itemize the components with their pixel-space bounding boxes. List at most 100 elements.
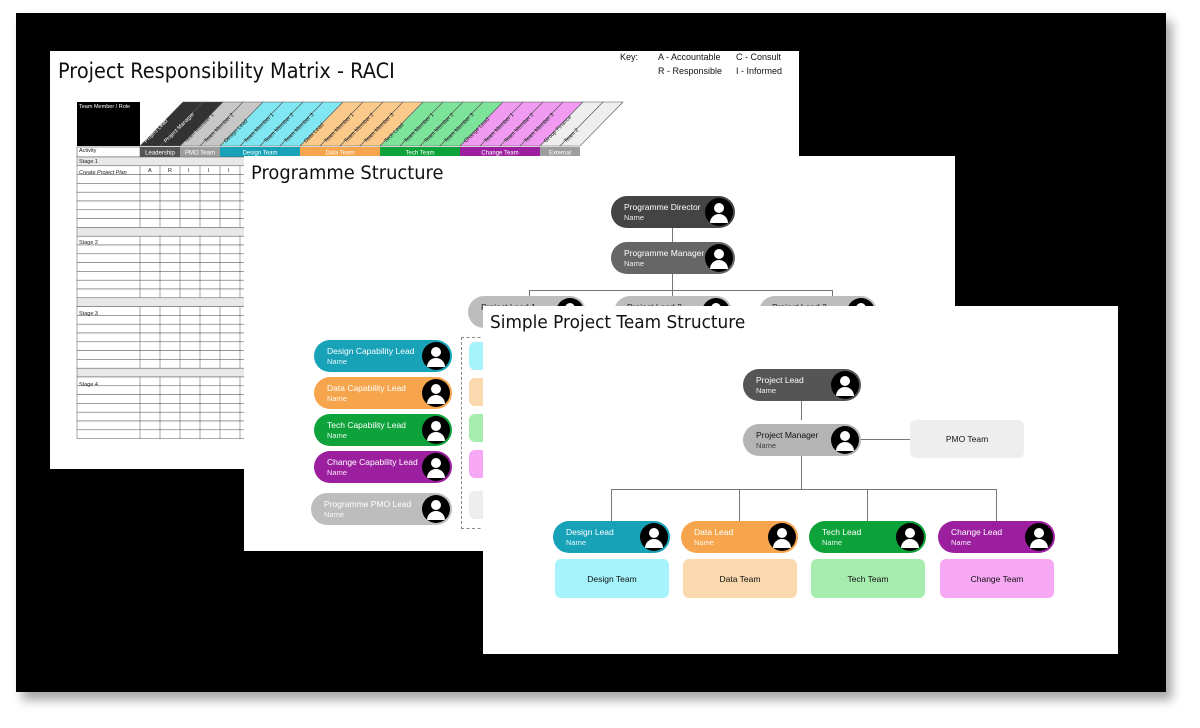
capability-lead-name: Name <box>324 510 345 519</box>
person-icon <box>831 371 859 399</box>
simple-title: Simple Project Team Structure <box>490 312 746 333</box>
raci-value: I <box>188 168 190 174</box>
programme-manager-card: Programme Manager Name <box>611 242 735 274</box>
lead-title: Design Lead <box>566 527 614 537</box>
tech-lead-card: Tech Lead Name <box>809 521 926 553</box>
programme-manager-title: Programme Manager <box>624 248 705 258</box>
capability-lead-name: Name <box>327 357 348 366</box>
pmo-lead-card: Programme PMO Lead Name <box>311 493 452 525</box>
connector <box>672 228 673 244</box>
project-manager-card: Project Manager Name <box>743 424 861 456</box>
capability-lead-name: Name <box>327 468 348 477</box>
person-icon <box>422 453 450 481</box>
person-icon <box>422 379 450 407</box>
stage-3-label: Stage 3 <box>79 311 98 317</box>
project-lead-card: Project Lead Name <box>743 369 861 401</box>
connector <box>611 489 997 490</box>
connector <box>801 455 802 489</box>
person-icon <box>705 244 733 272</box>
connector <box>611 489 612 521</box>
key-label: Key: <box>620 52 639 62</box>
connector <box>672 274 673 290</box>
capability-lead-title: Tech Capability Lead <box>327 420 406 430</box>
connector <box>860 439 910 440</box>
key-accountable: A - Accountable <box>658 52 721 62</box>
tech-team-box: Tech Team <box>811 559 925 598</box>
raci-corner: Team Member / Role <box>77 102 140 146</box>
raci-value: A <box>148 168 152 174</box>
group-label: Leadership <box>145 151 175 157</box>
capability-lead-name: Name <box>327 394 348 403</box>
capability-lead-card: Data Capability Lead Name <box>314 377 452 409</box>
lead-title: Change Lead <box>951 527 1003 537</box>
programme-director-title: Programme Director <box>624 202 701 212</box>
stage-1-label: Stage 1 <box>79 159 98 165</box>
group-bar <box>220 147 300 157</box>
project-manager-title: Project Manager <box>756 430 819 440</box>
person-icon <box>640 523 668 551</box>
connector <box>832 290 833 298</box>
programme-title: Programme Structure <box>251 162 444 184</box>
group-label: External <box>549 151 571 157</box>
lead-title: Data Lead <box>694 527 734 537</box>
capability-lead-card: Change Capability Lead Name <box>314 451 452 483</box>
lead-name: Name <box>822 538 843 547</box>
programme-manager-name: Name <box>624 259 645 268</box>
connector <box>529 290 530 298</box>
group-label: PMO Team <box>185 151 215 157</box>
group-bar <box>380 147 460 157</box>
capability-lead-card: Tech Capability Lead Name <box>314 414 452 446</box>
role-header-cell <box>559 101 624 147</box>
connector <box>996 489 997 521</box>
person-icon <box>831 426 859 454</box>
person-icon <box>422 416 450 444</box>
lead-name: Name <box>694 538 715 547</box>
connector <box>529 290 832 291</box>
raci-title: Project Responsibility Matrix - RACI <box>58 59 395 83</box>
group-label: Tech Team <box>406 151 435 157</box>
connector <box>801 400 802 420</box>
first-activity-label: Create Project Plan <box>79 170 127 176</box>
lead-title: Tech Lead <box>822 527 862 537</box>
connector <box>672 290 673 298</box>
key-responsible: R - Responsible <box>658 66 723 76</box>
raci-value: I <box>228 168 230 174</box>
project-manager-name: Name <box>756 441 777 450</box>
stage-2-label: Stage 2 <box>79 240 98 246</box>
person-icon <box>896 523 924 551</box>
dashed-group-border <box>461 337 486 529</box>
connector <box>739 489 740 521</box>
pmo-team-box: PMO Team <box>910 420 1024 458</box>
person-icon <box>705 198 733 226</box>
raci-value: R <box>168 168 172 174</box>
group-label: Change Team <box>481 151 518 157</box>
person-icon <box>422 495 450 523</box>
capability-lead-title: Programme PMO Lead <box>324 499 412 509</box>
group-bar <box>180 147 220 157</box>
capability-lead-name: Name <box>327 431 348 440</box>
connector <box>867 489 868 521</box>
key-informed: I - Informed <box>736 66 783 76</box>
design-team-box: Design Team <box>555 559 669 598</box>
change-lead-card: Change Lead Name <box>938 521 1055 553</box>
data-lead-card: Data Lead Name <box>681 521 798 553</box>
group-label: Design Team <box>243 151 278 157</box>
capability-lead-title: Data Capability Lead <box>327 383 406 393</box>
person-icon <box>768 523 796 551</box>
programme-director-card: Programme Director Name <box>611 196 735 228</box>
group-bar <box>300 147 380 157</box>
lead-name: Name <box>566 538 587 547</box>
person-icon <box>422 342 450 370</box>
project-lead-name: Name <box>756 386 777 395</box>
capability-lead-title: Change Capability Lead <box>327 457 418 467</box>
key-consult: C - Consult <box>736 52 782 62</box>
data-team-box: Data Team <box>683 559 797 598</box>
group-bar <box>460 147 540 157</box>
capability-lead-card: Design Capability Lead Name <box>314 340 452 372</box>
group-bar <box>540 147 580 157</box>
simple-team-slide: Simple Project Team Structure Project Le… <box>483 306 1118 654</box>
raci-value: I <box>208 168 210 174</box>
capability-lead-title: Design Capability Lead <box>327 346 415 356</box>
project-lead-title: Project Lead <box>756 375 804 385</box>
person-icon <box>1025 523 1053 551</box>
